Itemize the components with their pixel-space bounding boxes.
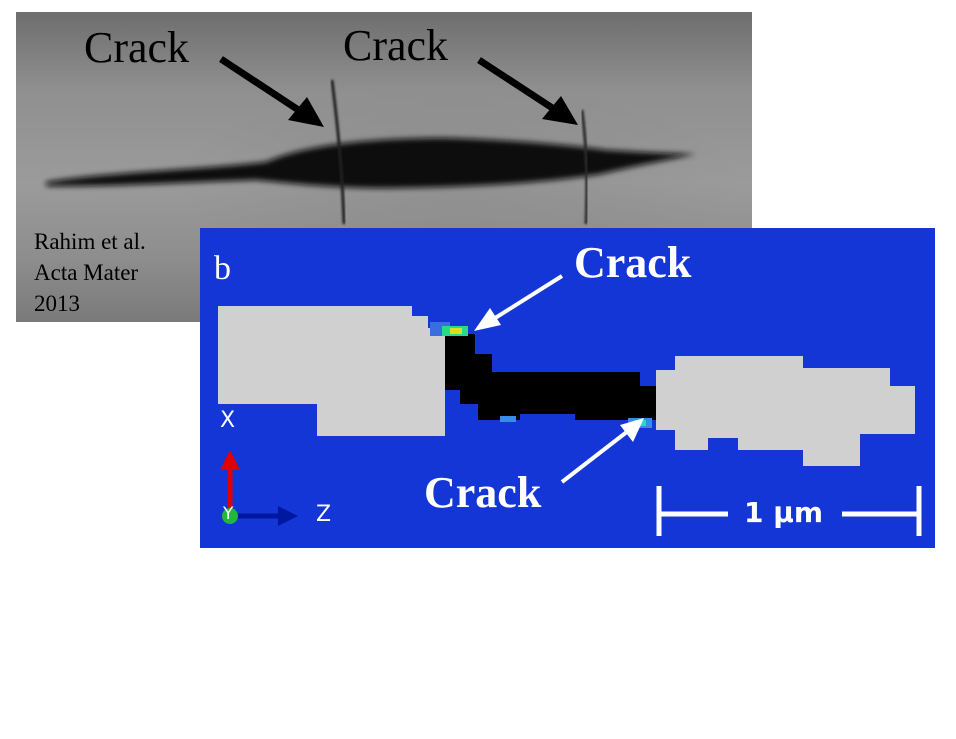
axis-y-dot	[222, 508, 238, 524]
simulation-panel-b: b Crack Crack X Y Z 1 μm	[200, 228, 935, 548]
citation-year: 2013	[34, 291, 80, 316]
particle-shape	[46, 138, 696, 189]
arrowhead-right	[542, 96, 578, 125]
left-grain	[218, 306, 445, 436]
axis-z-arrowhead	[278, 506, 298, 526]
crack-label-bottom: Crack	[424, 468, 542, 517]
panel-letter: b	[214, 250, 231, 287]
citation-authors: Rahim et al.	[34, 229, 146, 254]
crack-label-right: Crack	[343, 21, 449, 70]
arrowhead-top	[474, 308, 501, 331]
right-grain	[656, 356, 915, 466]
axis-label-z: Z	[316, 502, 332, 527]
arrow-bottom	[560, 429, 630, 484]
crack-highlight-top	[430, 322, 468, 336]
axis-label-x: X	[220, 408, 236, 433]
axis-label-y: Y	[223, 504, 234, 524]
arrowhead-left	[288, 97, 324, 127]
citation-journal: Acta Mater	[34, 260, 139, 285]
crack-label-top: Crack	[574, 238, 692, 287]
arrow-right	[477, 57, 562, 116]
crack-line-left	[330, 79, 346, 225]
arrow-left	[219, 56, 308, 118]
citation: Rahim et al. Acta Mater 2013	[34, 226, 146, 319]
crack-line-right	[580, 109, 589, 225]
scale-bar-label: 1 μm	[744, 496, 824, 529]
arrow-top	[490, 274, 564, 322]
axis-x-arrowhead	[220, 450, 240, 470]
micrograph-image	[46, 56, 696, 225]
precipitate	[445, 334, 658, 420]
simulation-image	[218, 274, 922, 536]
crack-label-left: Crack	[84, 23, 190, 72]
arrowhead-bottom	[620, 418, 644, 442]
